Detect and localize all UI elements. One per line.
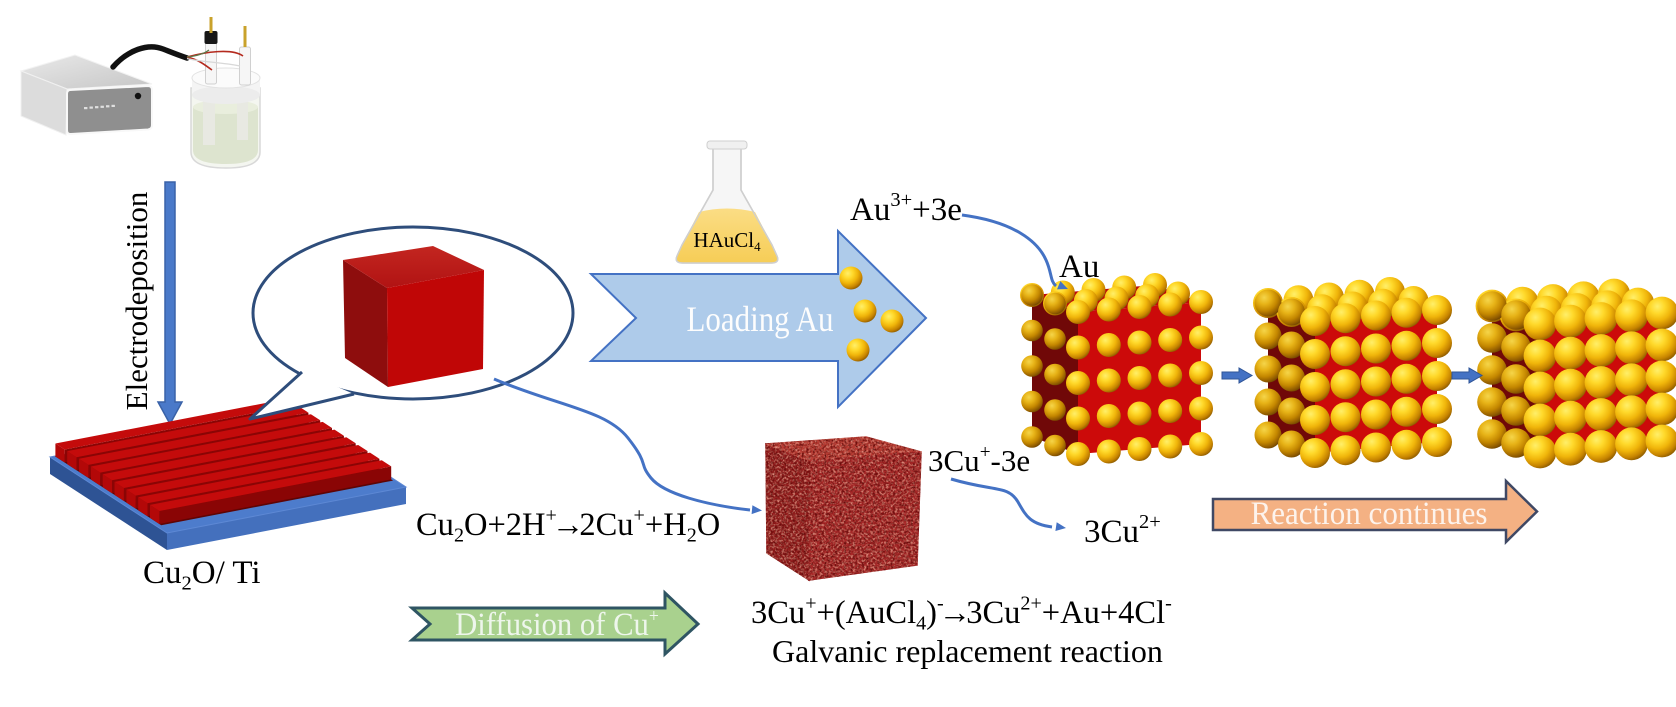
svg-text:Diffusion of Cu+: Diffusion of Cu+ [455, 605, 659, 642]
svg-text:Electrodeposition: Electrodeposition [119, 191, 154, 410]
svg-text:3Cu++(AuCl4)-→3Cu2++Au+4Cl-: 3Cu++(AuCl4)-→3Cu2++Au+4Cl- [751, 592, 1172, 634]
svg-text:HAuCl4: HAuCl4 [693, 228, 761, 254]
svg-text:Cu2O/ Ti: Cu2O/ Ti [143, 555, 261, 595]
svg-text:Au3++3e: Au3++3e [850, 189, 962, 228]
svg-text:Galvanic replacement reaction: Galvanic replacement reaction [772, 633, 1163, 669]
svg-text:3Cu+-3e: 3Cu+-3e [928, 442, 1030, 478]
svg-text:3Cu2+: 3Cu2+ [1084, 511, 1161, 550]
svg-text:Au: Au [1059, 249, 1099, 285]
svg-text:Loading Au: Loading Au [687, 300, 834, 340]
svg-text:Reaction continues: Reaction continues [1251, 494, 1488, 531]
svg-text:Cu2O+2H+→2Cu++H2O: Cu2O+2H+→2Cu++H2O [416, 504, 720, 546]
